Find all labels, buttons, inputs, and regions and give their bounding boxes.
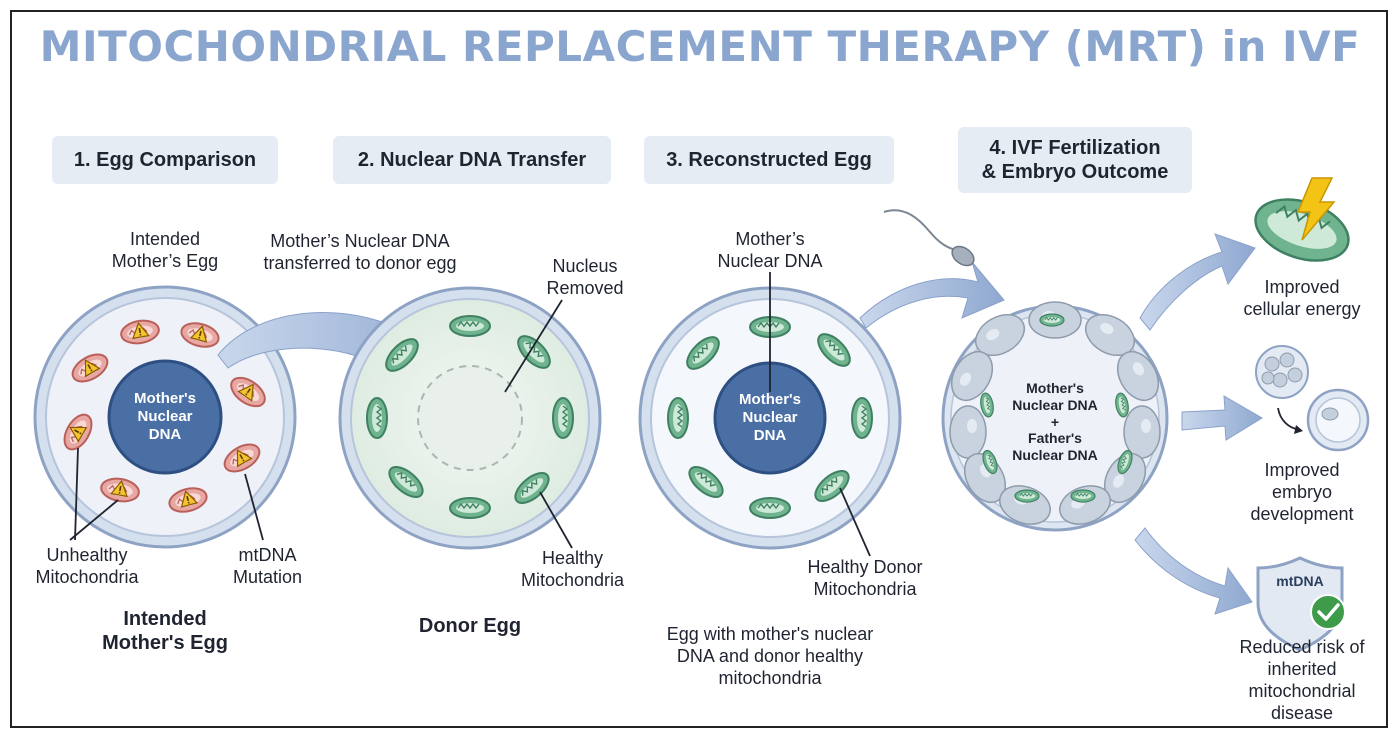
arrow-to-reduced-risk [1134, 527, 1253, 615]
transfer-label: Mother’s Nuclear DNA transferred to dono… [263, 231, 457, 273]
step-2-header: 2. Nuclear DNA Transfer [333, 136, 611, 184]
step-4-header: 4. IVF Fertilization & Embryo Outcome [958, 127, 1192, 193]
embryo-development-icon [1255, 345, 1370, 452]
shield-mtdna-label: mtDNA [1276, 573, 1324, 589]
step-3-header: 3. Reconstructed Egg [644, 136, 894, 184]
embryo-label: Mother's Nuclear DNA + Father's Nuclear … [1012, 380, 1098, 464]
step-1-header: 1. Egg Comparison [52, 136, 278, 184]
egg3-pointer-lines [769, 272, 871, 557]
donor-mito-label: Healthy Donor Mitochondria [807, 557, 923, 599]
outcome-cellular-energy: Improved cellular energy [1243, 277, 1361, 319]
sperm-icon [883, 209, 975, 267]
lightning-icon [1296, 177, 1336, 241]
nucleus-removed-label: Nucleus Removed [546, 256, 624, 298]
egg2-caption: Donor Egg [418, 615, 522, 637]
outcome-reduced-risk: Reduced risk of inherited mitochondrial … [1239, 637, 1365, 723]
egg1-top-label: Intended Mother’s Egg [111, 229, 219, 271]
egg3-caption: Egg with mother's nuclear DNA and donor … [666, 624, 874, 688]
check-icon [1310, 594, 1346, 630]
unhealthy-mito-label: Unhealthy Mitochondria [35, 545, 139, 587]
egg1-pointer-lines [69, 447, 264, 541]
mother-nucleus [107, 359, 223, 475]
embryo [941, 301, 1169, 532]
egg3-nucleus-label: Mother's Nuclear DNA [739, 391, 801, 444]
fertilization-arrow [859, 261, 1005, 329]
removed-nucleus-outline [417, 365, 523, 471]
egg1-caption: Intended Mother's Egg [102, 608, 228, 655]
page-title: MITOCHONDRIAL REPLACEMENT THERAPY (MRT) … [39, 22, 1361, 71]
egg1-nucleus-label: Mother's Nuclear DNA [134, 390, 196, 443]
egg3-top-label: Mother’s Nuclear DNA [717, 229, 823, 271]
mtdna-mutation-label: mtDNA Mutation [232, 545, 303, 587]
arrow-to-development [1181, 395, 1263, 441]
egg2-pointer-lines [504, 299, 573, 549]
outcome-embryo-development: Improved embryo development [1250, 460, 1354, 524]
arrow-to-energy [1139, 233, 1256, 331]
healthy-mito-label: Healthy Mitochondria [520, 548, 625, 590]
